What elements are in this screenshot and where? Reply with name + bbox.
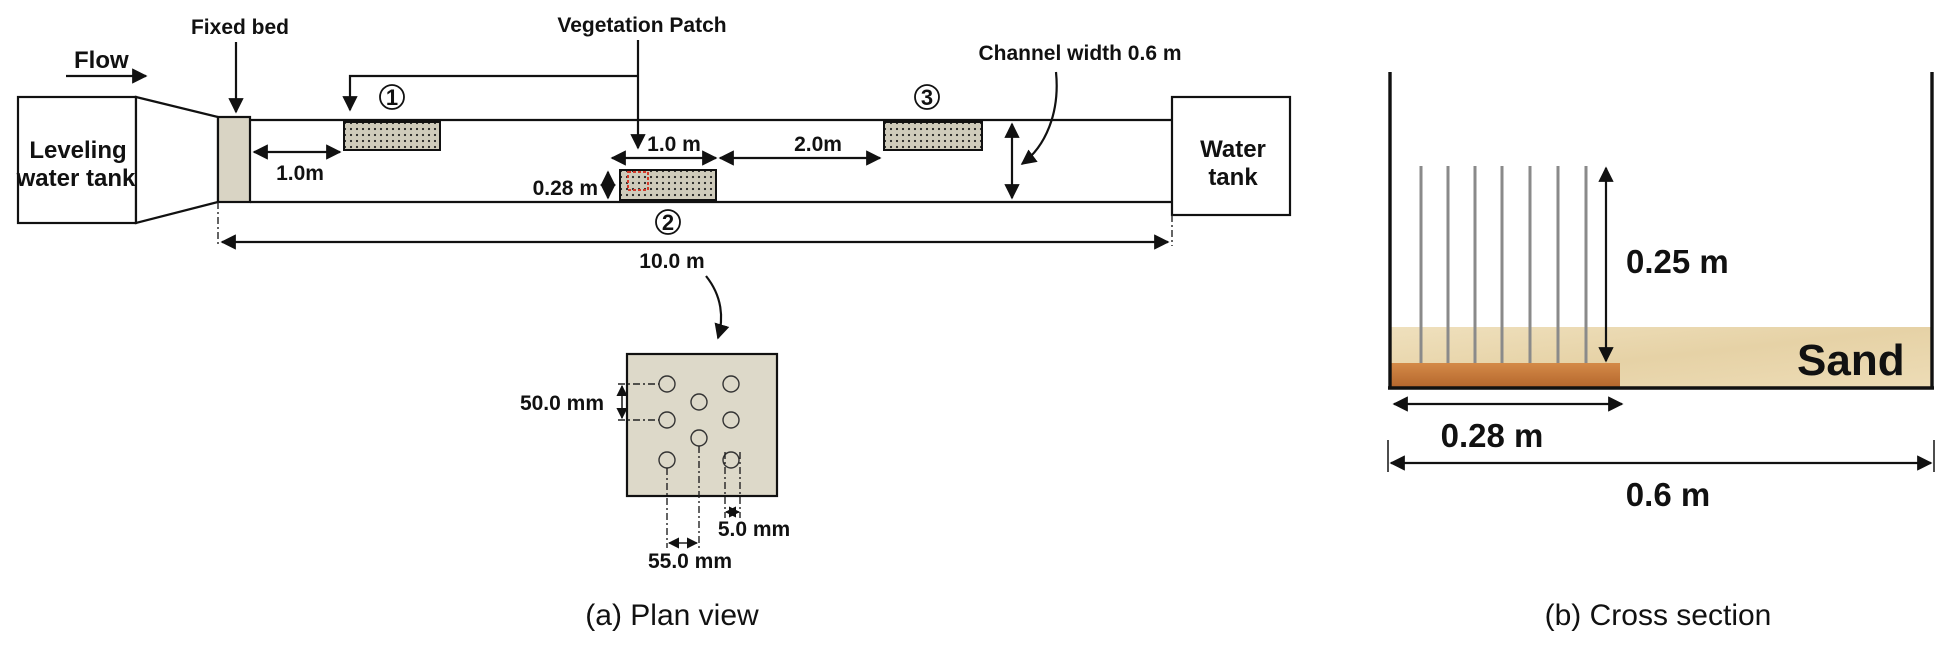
leveling-tank-label-line1: Leveling: [29, 137, 126, 164]
stem-circle: [722, 451, 740, 469]
cross-section: 0.25 m Sand 0.28 m 0.6 m (b) Cross secti…: [1387, 72, 1935, 632]
vegetation-patch-pointer-branch: [342, 74, 638, 112]
patch-number-2: 2: [662, 210, 674, 235]
dim-patch-length-label: 1.0 m: [647, 133, 701, 156]
detail-square: [625, 352, 779, 498]
leveling-tank-label-line2: water tank: [16, 165, 136, 192]
stem-circle: [690, 429, 708, 447]
vegetation-patch-label: Vegetation Patch: [557, 14, 726, 37]
patch-number-3: 3: [921, 85, 933, 110]
plan-view: Flow Leveling water tank Fixed bed Water…: [16, 14, 1292, 632]
dim-fixed-to-patch1-label: 1.0m: [276, 162, 324, 185]
dim-col-spacing-label: 55.0 mm: [648, 550, 732, 573]
vegetation-patch-1: [343, 121, 441, 151]
stem-circle: [658, 411, 676, 429]
dim-channel-length-label: 10.0 m: [639, 250, 704, 273]
dim-patch-width-label: 0.28 m: [533, 177, 598, 200]
patch-base-board: [1390, 363, 1620, 387]
stem-circle: [658, 451, 676, 469]
fixed-bed-label: Fixed bed: [191, 16, 289, 39]
vegetation-patch-3: [883, 121, 983, 151]
detail-pointer: [705, 275, 730, 340]
vegetation-patch-2: [619, 169, 717, 201]
patch-number-1-circle: [379, 84, 405, 110]
dim-stem-diameter-label: 5.0 mm: [718, 518, 790, 541]
channel-width-pointer: [1020, 71, 1058, 165]
channel-width-label: Channel width 0.6 m: [978, 42, 1181, 65]
stem-circle: [722, 411, 740, 429]
sand-label: Sand: [1797, 336, 1905, 385]
patch-number-3-circle: [914, 84, 940, 110]
fixed-bed: [216, 115, 252, 204]
patch-number-1: 1: [386, 85, 398, 110]
stem-circle: [690, 393, 708, 411]
water-tank: [1170, 95, 1292, 217]
flow-label: Flow: [74, 47, 129, 74]
inlet-transition: [134, 95, 220, 225]
plan-view-caption: (a) Plan view: [585, 599, 759, 632]
stem-arrangement-detail: 50.0 mm 55.0 mm 5.0 mm: [520, 352, 790, 573]
detail-highlight: [627, 171, 649, 191]
dim-row-spacing-label: 50.0 mm: [520, 392, 604, 415]
cross-section-caption: (b) Cross section: [1545, 599, 1772, 632]
dim-patch-gap-label: 2.0m: [794, 133, 842, 156]
patch-number-2-circle: [655, 209, 681, 235]
water-tank-label-line2: tank: [1208, 164, 1258, 191]
dim-cross-channel-width-label: 0.6 m: [1626, 476, 1710, 513]
stem-circle: [722, 375, 740, 393]
stem-circle: [658, 375, 676, 393]
water-tank-label-line1: Water: [1200, 136, 1266, 163]
dim-stem-height-label: 0.25 m: [1626, 243, 1729, 280]
dim-cross-patch-width-label: 0.28 m: [1441, 417, 1544, 454]
